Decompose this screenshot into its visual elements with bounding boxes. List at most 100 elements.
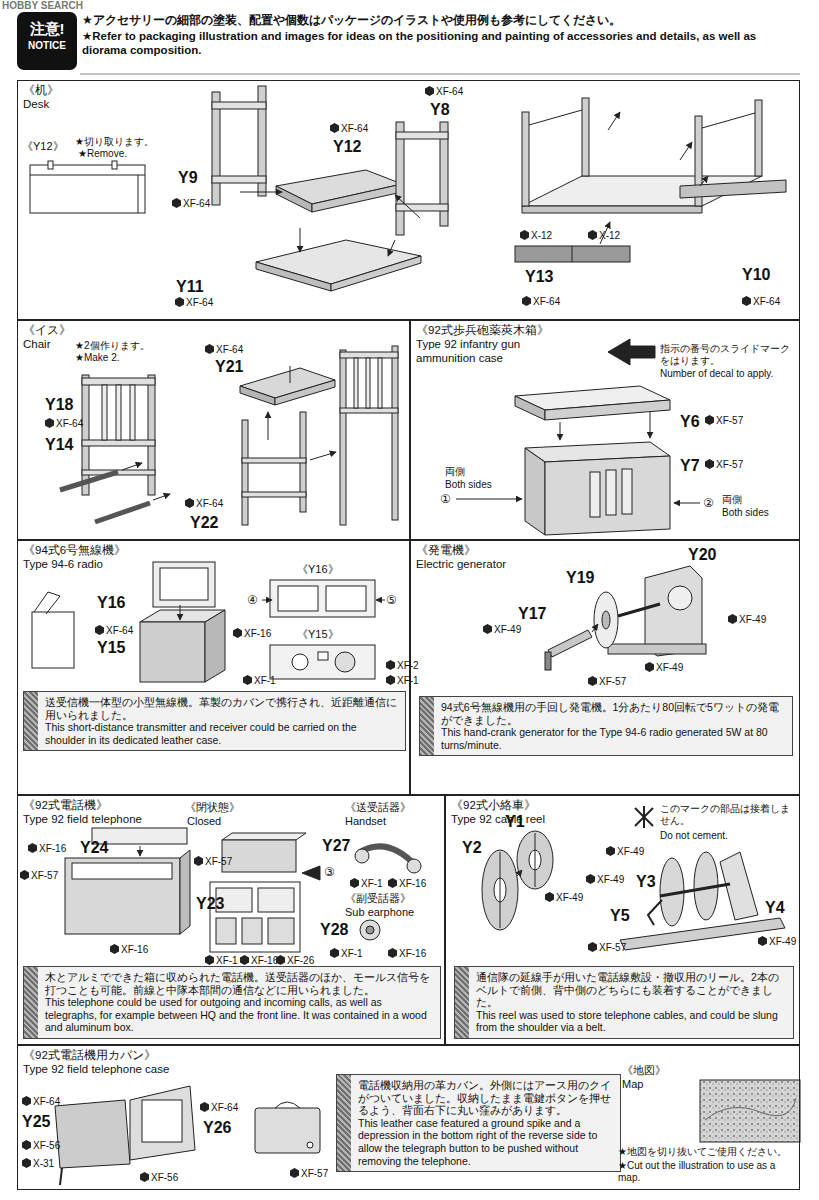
paint-code: XF-1 bbox=[341, 948, 363, 959]
line-art bbox=[755, 100, 762, 176]
label-holder: Y4 bbox=[765, 898, 785, 917]
label-holder: Y7 bbox=[680, 456, 700, 475]
line-art bbox=[592, 624, 598, 632]
label-holder: ★Refer to packaging illustration and ima… bbox=[82, 30, 797, 58]
line-art bbox=[270, 645, 375, 679]
paint-code: XF-56 bbox=[33, 1140, 60, 1151]
label-text: ★Make 2. bbox=[75, 352, 120, 363]
line-art bbox=[660, 884, 730, 896]
line-art bbox=[82, 375, 89, 495]
line-art bbox=[140, 846, 141, 856]
paint-hexagon bbox=[243, 675, 252, 685]
label-holder: Y10 bbox=[742, 265, 770, 284]
line-art bbox=[30, 74, 800, 1185]
paint-code: XF-49 bbox=[656, 662, 683, 673]
line-art bbox=[153, 562, 215, 607]
paint-hexagon bbox=[758, 936, 767, 946]
label-holder: XF-1 bbox=[350, 878, 383, 890]
line-art bbox=[72, 863, 172, 879]
paint-code: X-31 bbox=[33, 1158, 54, 1169]
label-text: 《副受話器》 bbox=[345, 892, 411, 904]
label-holder: XF-57 bbox=[588, 942, 626, 954]
label-holder: Y14 bbox=[45, 435, 73, 454]
line-art bbox=[366, 926, 374, 934]
line-art bbox=[240, 192, 282, 193]
paint-hexagon bbox=[110, 944, 119, 954]
line-art bbox=[256, 262, 331, 291]
paint-code: XF-64 bbox=[211, 1102, 238, 1113]
paint-hexagon bbox=[200, 1102, 209, 1112]
line-art bbox=[545, 456, 670, 535]
line-art bbox=[590, 472, 600, 517]
paint-code: XF-64 bbox=[216, 344, 243, 355]
line-art bbox=[242, 492, 306, 497]
part-number: Y26 bbox=[203, 1119, 231, 1136]
section-panel: 《発電機》Electric generator94式6号無線機用の手回し発電機。… bbox=[410, 540, 800, 795]
label-text: 《地図》 bbox=[622, 1064, 666, 1076]
line-art bbox=[340, 350, 346, 525]
line-art bbox=[60, 472, 118, 490]
label-holder: Y20 bbox=[688, 545, 716, 564]
label-holder: XF-1 bbox=[243, 675, 276, 687]
part-number: Y28 bbox=[320, 921, 348, 938]
label-holder: XF-57 bbox=[588, 676, 626, 688]
label-holder: Sub earphone bbox=[345, 906, 414, 919]
part-number: HOBBY SEARCH bbox=[2, 0, 83, 11]
paint-code: XF-57 bbox=[716, 415, 743, 426]
label-holder: Y11 bbox=[176, 277, 204, 296]
line-art bbox=[130, 1086, 195, 1160]
note-text: 94式6号無線機用の手回し発電機。1分あたり80回転で5ワットの発電ができました… bbox=[441, 701, 786, 726]
label-holder: XF-56 bbox=[140, 1172, 178, 1184]
label-holder: Y23 bbox=[196, 894, 224, 913]
line-art bbox=[392, 346, 398, 520]
line-art bbox=[680, 142, 692, 160]
label-text: 《Y15》 bbox=[297, 628, 339, 640]
line-art bbox=[275, 380, 335, 405]
label-holder: Y17 bbox=[518, 604, 546, 623]
label-text: Handset bbox=[345, 815, 386, 827]
note-text: 木とアルミでできた箱に収められた電話機。送受話器のほか、モールス信号を打つことも… bbox=[45, 971, 434, 996]
line-art bbox=[606, 470, 616, 515]
label-holder: XF-57 bbox=[705, 415, 743, 427]
line-art bbox=[645, 566, 702, 656]
label-holder: 《地図》 bbox=[622, 1064, 666, 1077]
line-art bbox=[210, 882, 300, 952]
line-art bbox=[674, 503, 700, 504]
line-art bbox=[608, 644, 706, 654]
line-art bbox=[340, 352, 398, 358]
paint-code: XF-1 bbox=[254, 675, 276, 686]
paint-code: X-12 bbox=[599, 230, 620, 241]
line-art bbox=[395, 195, 420, 218]
line-art bbox=[180, 605, 181, 620]
label-holder: XF-64 bbox=[205, 344, 243, 356]
paint-code: XF-57 bbox=[301, 1168, 328, 1179]
section-title: 《92式電話機》 bbox=[23, 799, 188, 813]
part-number: Y17 bbox=[518, 605, 546, 622]
label-holder: 《送受話器》 bbox=[345, 801, 411, 814]
line-art bbox=[256, 240, 421, 284]
section-title: 《机》 bbox=[23, 84, 188, 98]
note-box: 木とアルミでできた箱に収められた電話機。送受話器のほか、モールス信号を打つことも… bbox=[23, 966, 441, 1039]
line-art bbox=[331, 256, 421, 291]
label-holder: XF-64 bbox=[175, 297, 213, 309]
line-art bbox=[122, 463, 142, 470]
label-text: ★Remove. bbox=[78, 148, 127, 159]
paint-code: XF-16 bbox=[244, 628, 271, 639]
label-text: Both sides bbox=[445, 479, 492, 490]
line-art bbox=[515, 396, 545, 420]
paint-code: XF-64 bbox=[436, 86, 463, 97]
line-art bbox=[148, 375, 155, 495]
label-holder: HOBBY SEARCH bbox=[2, 0, 83, 12]
section-title: Desk bbox=[23, 98, 188, 112]
part-number: Y2 bbox=[462, 839, 482, 856]
section-title: 《92式電話機用カバン》 bbox=[23, 1049, 188, 1063]
section-title: Type 94-6 radio bbox=[23, 558, 188, 572]
label-holder: XF-16 bbox=[233, 628, 271, 640]
label-holder: XF-64 bbox=[172, 198, 210, 210]
paint-code: XF-49 bbox=[739, 614, 766, 625]
label-holder: Map bbox=[622, 1078, 643, 1091]
line-art bbox=[275, 1102, 300, 1108]
label-holder: XF-64 bbox=[185, 498, 223, 510]
section-title: Type 92 field telephone bbox=[23, 813, 188, 827]
section-panel: 《94式6号無線機》Type 94-6 radio送受信機一体型の小型無線機。革… bbox=[17, 540, 410, 795]
